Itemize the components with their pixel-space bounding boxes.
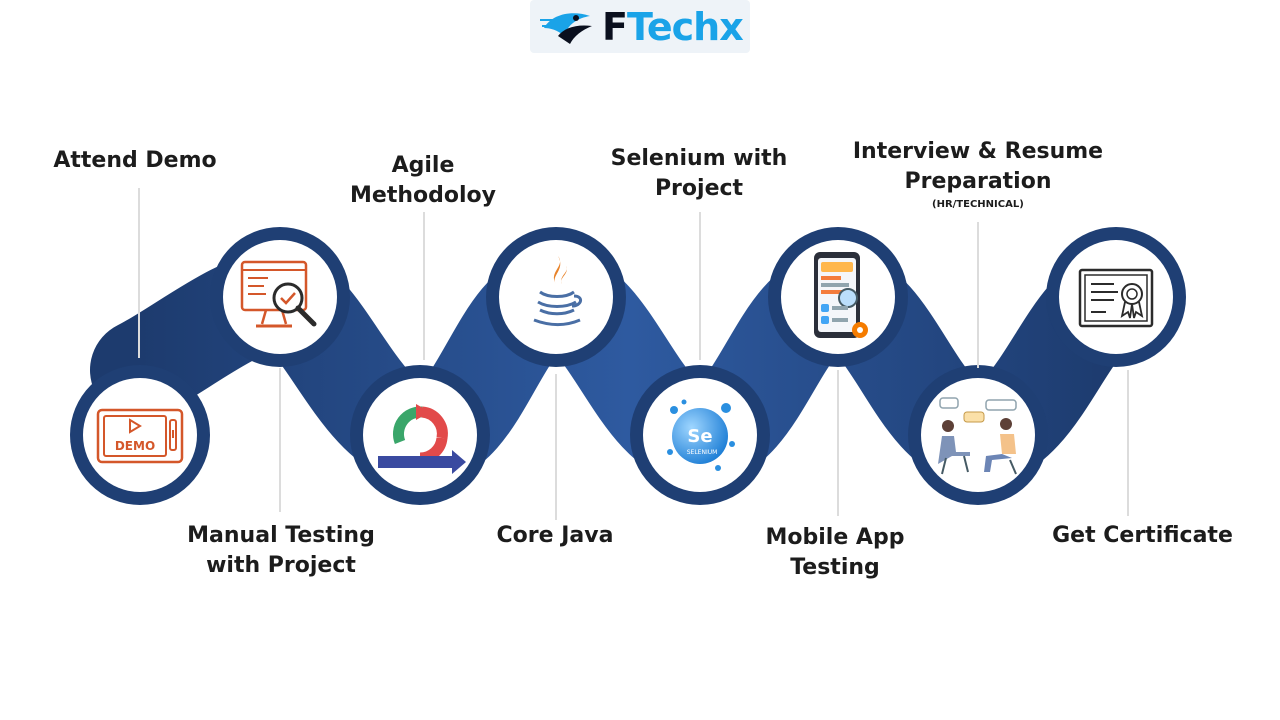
selenium-icon: Se SELENIUM (667, 399, 735, 471)
step-label-attend-demo: Attend Demo (30, 146, 240, 176)
label-line: Testing (790, 555, 880, 580)
interview-icon (938, 397, 1017, 475)
label-line: Core Java (496, 523, 614, 548)
step-label-agile: Agile Methodoloy (323, 151, 523, 211)
connector-line (699, 212, 701, 360)
logo-mark-icon (540, 13, 592, 44)
brand-name: Techx (626, 5, 744, 49)
connector-line (977, 222, 979, 368)
step-label-selenium: Selenium with Project (589, 144, 809, 204)
label-line: with Project (206, 553, 356, 578)
demo-video-icon: DEMO (96, 408, 184, 464)
label-line: Preparation (904, 169, 1052, 194)
monitor-magnifier-icon (240, 260, 317, 328)
connector-line (555, 374, 557, 520)
selenium-icon-subtext: SELENIUM (687, 449, 718, 456)
java-icon (533, 256, 582, 326)
label-line: Get Certificate (1052, 523, 1233, 548)
mobile-app-icon (814, 252, 868, 338)
label-line: Manual Testing (187, 523, 375, 548)
step-label-interview: Interview & Resume Preparation (848, 137, 1108, 197)
step-label-core-java: Core Java (455, 521, 655, 551)
label-line: Project (654, 176, 744, 201)
connector-line (837, 370, 839, 516)
connector-line (1127, 370, 1129, 516)
label-line: Attend Demo (53, 148, 217, 173)
step-label-mobile-app: Mobile App Testing (735, 523, 935, 583)
step-label-manual-testing: Manual Testing with Project (171, 521, 391, 581)
step-label-certificate: Get Certificate (1040, 521, 1245, 551)
certificate-icon (1078, 268, 1154, 328)
label-line: Mobile App (765, 525, 905, 550)
label-line: Interview & Resume (852, 139, 1104, 164)
connector-line (423, 212, 425, 360)
brand-letter: F (602, 5, 628, 49)
label-line: Selenium with (610, 146, 788, 171)
agile-cycle-icon (378, 404, 466, 474)
connector-line (138, 188, 140, 358)
demo-icon-text: DEMO (115, 439, 155, 453)
connector-line (279, 368, 281, 512)
label-line: Methodoloy (350, 183, 496, 208)
selenium-icon-text: Se (687, 426, 712, 447)
label-line: Agile (391, 153, 455, 178)
step-sublabel-hr-technical: (HR/TECHNICAL) (932, 199, 1024, 210)
ftechx-logo: FTechx (530, 0, 750, 53)
